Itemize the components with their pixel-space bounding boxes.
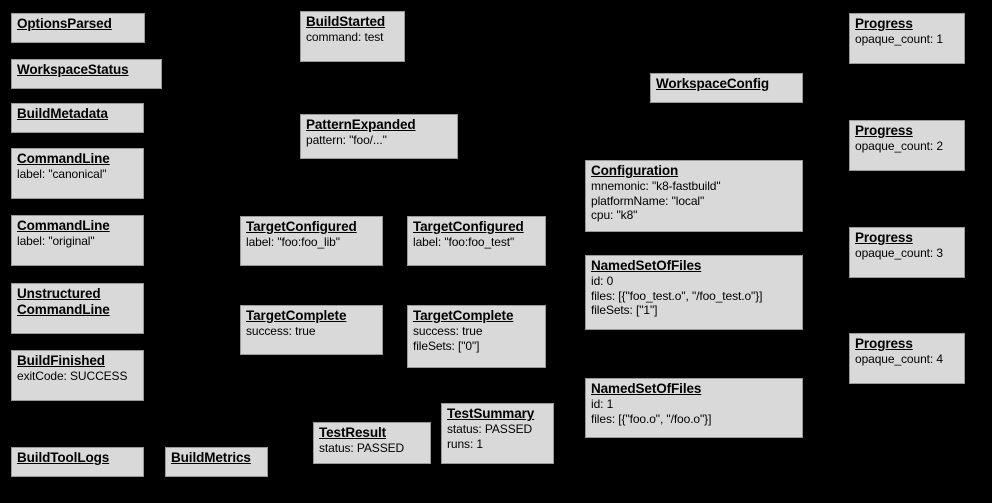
- node-title: BuildFinished: [17, 353, 105, 368]
- node-fields: exitCode: SUCCESS: [17, 369, 128, 383]
- node-title: TestResult: [319, 425, 387, 440]
- node-title: TargetComplete: [246, 308, 347, 323]
- node-title: PatternExpanded: [306, 117, 416, 132]
- node-title: TargetComplete: [413, 308, 514, 323]
- node-title: BuildStarted: [306, 14, 386, 29]
- node-title: CommandLine: [17, 151, 110, 166]
- node-title: BuildToolLogs: [17, 450, 110, 465]
- node-fields: id: 0 files: [{"foo_test.o", "/foo_test.…: [591, 274, 763, 317]
- node-fields: label: "foo:foo_lib": [246, 235, 340, 249]
- node-title: Progress: [855, 123, 913, 138]
- node-fields: opaque_count: 3: [855, 246, 943, 260]
- node-fields: success: true fileSets: ["0"]: [413, 324, 483, 353]
- node-fields: success: true: [246, 324, 316, 338]
- node-build-metrics[interactable]: BuildMetrics: [165, 447, 268, 477]
- node-title: BuildMetrics: [171, 450, 251, 465]
- node-fields: opaque_count: 4: [855, 352, 943, 366]
- node-title: Progress: [855, 230, 913, 245]
- node-unstructured-command-line[interactable]: Unstructured CommandLine: [11, 283, 144, 334]
- node-title: Configuration: [591, 163, 679, 178]
- node-title: Unstructured CommandLine: [17, 286, 110, 317]
- node-fields: status: PASSED runs: 1: [447, 422, 533, 451]
- node-fields: id: 1 files: [{"foo.o", "/foo.o"}]: [591, 397, 712, 426]
- node-fields: command: test: [306, 30, 384, 44]
- node-title: NamedSetOfFiles: [591, 258, 702, 273]
- node-title: WorkspaceStatus: [17, 62, 129, 77]
- node-title: Progress: [855, 336, 913, 351]
- node-title: CommandLine: [17, 218, 110, 233]
- node-title: TargetConfigured: [246, 219, 357, 234]
- node-title: BuildMetadata: [17, 106, 108, 121]
- node-workspace-config[interactable]: WorkspaceConfig: [650, 73, 803, 103]
- node-fields: opaque_count: 2: [855, 139, 943, 153]
- node-title: OptionsParsed: [17, 16, 112, 31]
- node-title: Progress: [855, 16, 913, 31]
- node-title: WorkspaceConfig: [656, 76, 770, 91]
- node-fields: pattern: "foo/...": [306, 133, 387, 147]
- node-title: TestSummary: [447, 406, 535, 421]
- node-title: TargetConfigured: [413, 219, 524, 234]
- node-fields: status: PASSED: [319, 441, 405, 455]
- node-title: NamedSetOfFiles: [591, 381, 702, 396]
- node-options-parsed[interactable]: OptionsParsed: [11, 13, 145, 43]
- node-fields: opaque_count: 1: [855, 32, 943, 46]
- node-fields: label: "foo:foo_test": [413, 235, 515, 249]
- node-fields: mnemonic: "k8-fastbuild" platformName: "…: [591, 179, 721, 222]
- node-build-tool-logs[interactable]: BuildToolLogs: [11, 447, 144, 477]
- node-build-metadata[interactable]: BuildMetadata: [11, 103, 144, 133]
- node-fields: label: "original": [17, 234, 95, 248]
- node-fields: label: "canonical": [17, 167, 107, 181]
- node-workspace-status[interactable]: WorkspaceStatus: [11, 59, 162, 89]
